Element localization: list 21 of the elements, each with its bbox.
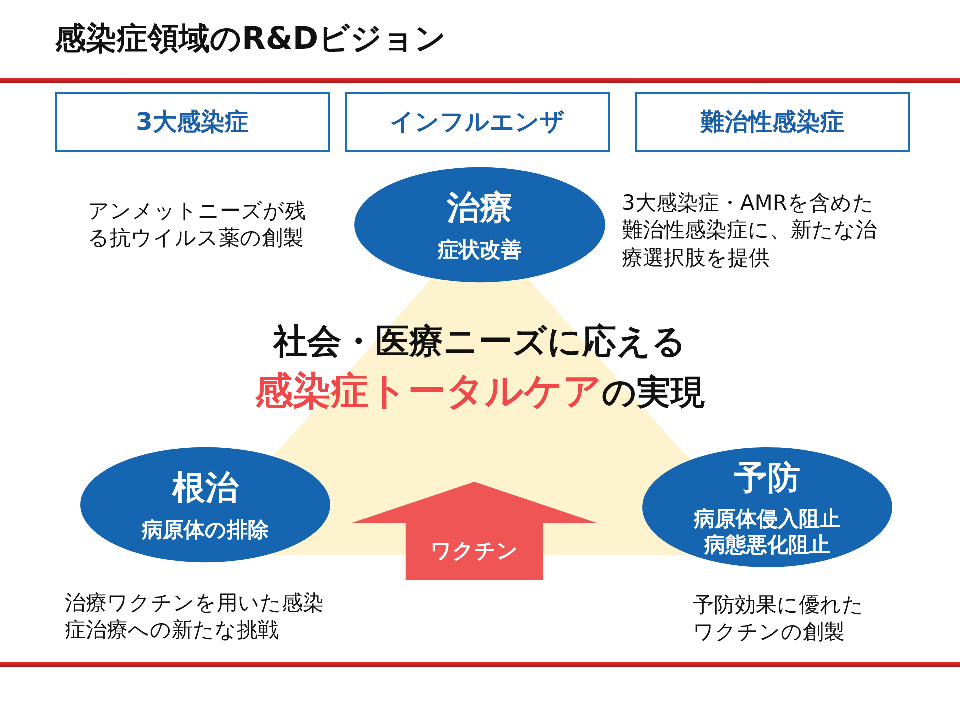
- ellipse-subtext: 症状改善: [436, 236, 523, 263]
- category-box: [635, 92, 910, 152]
- ellipse-subtext: 病原体侵入阻止病態悪化阻止: [692, 506, 842, 558]
- ellipse-heading: 予防: [734, 456, 800, 498]
- slide-title: 感染症領域のR&Dビジョン: [55, 20, 447, 59]
- category-box: [345, 92, 610, 152]
- category-box: [55, 92, 330, 152]
- arrow-label: ワクチン: [430, 538, 520, 565]
- description-text: アンメットニーズが残る抗ウイルス薬の創製: [88, 198, 307, 252]
- description-text: 3大感染症・AMRを含めた難治性感染症に、新たな治療選択肢を提供: [622, 190, 878, 272]
- headline-text: の実現: [602, 372, 705, 413]
- description-text: 予防効果に優れたワクチンの創製: [693, 592, 865, 646]
- ellipse-subtext: 病原体の排除: [140, 516, 270, 543]
- category-label: インフルエンザ: [390, 107, 565, 138]
- headline-text: 社会・医療ニーズに応える: [272, 321, 688, 364]
- ellipse-heading: 根治: [172, 467, 238, 508]
- category-label: 3大感染症: [136, 107, 249, 138]
- highlight-text: 感染症トータルケア: [255, 368, 602, 413]
- category-label: 難治性感染症: [700, 107, 844, 138]
- ellipse-heading: 治療: [447, 187, 513, 228]
- description-text: 治療ワクチンを用いた感染症治療への新たな挑戦: [65, 590, 325, 644]
